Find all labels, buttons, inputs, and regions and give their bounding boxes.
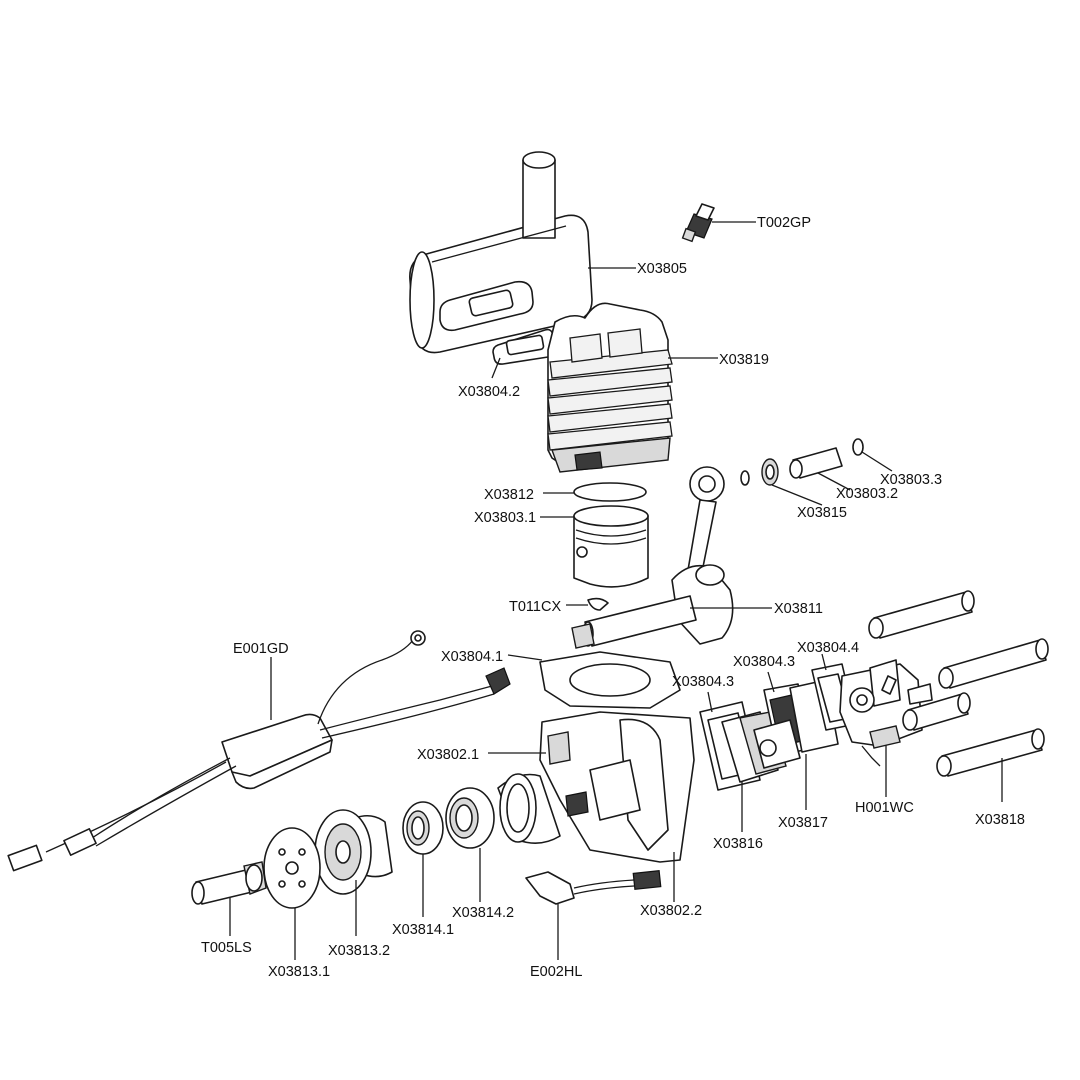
piston-ring-part <box>573 482 647 502</box>
label-x03803-3: X03803.3 <box>880 472 942 488</box>
piston-part <box>573 505 649 588</box>
label-x03819: X03819 <box>719 352 769 368</box>
label-x03802-2: X03802.2 <box>640 903 702 919</box>
leader-x03815 <box>771 484 823 506</box>
pin-clip-small-part <box>740 470 750 486</box>
intake-block-part <box>753 679 839 769</box>
label-x03814-1: X03814.1 <box>392 922 454 938</box>
bolt-1-part <box>868 590 975 639</box>
label-x03814-2: X03814.2 <box>452 905 514 921</box>
label-x03804-2: X03804.2 <box>458 384 520 400</box>
label-x03812: X03812 <box>484 487 534 503</box>
needle-bearing-part <box>761 458 779 486</box>
hall-sensor-part <box>525 870 662 905</box>
spark-plug-part <box>681 203 715 243</box>
muffler-part <box>409 151 593 354</box>
label-x03804-3b: X03804.3 <box>733 654 795 670</box>
leader-x03804-3b <box>767 671 775 693</box>
woodruff-key-part <box>587 597 609 611</box>
bearing-2-part <box>445 787 495 849</box>
leader-x03804-4 <box>821 653 827 671</box>
label-x03804-4: X03804.4 <box>797 640 859 656</box>
piston-pin-part <box>789 447 843 479</box>
prop-drive-washer-part <box>314 809 393 895</box>
bolt-3-part <box>902 692 971 731</box>
cylinder-part <box>547 302 673 473</box>
pin-clip-part <box>852 438 864 456</box>
label-x03818: X03818 <box>975 812 1025 828</box>
label-h001wc: H001WC <box>855 800 914 816</box>
exhaust-gasket-part <box>492 328 556 365</box>
label-x03813-2: X03813.2 <box>328 943 390 959</box>
label-x03803-2: X03803.2 <box>836 486 898 502</box>
leader-x03804-1 <box>507 654 543 661</box>
label-x03811: X03811 <box>774 601 823 617</box>
label-x03805: X03805 <box>637 261 687 277</box>
label-t011cx: T011CX <box>509 599 561 615</box>
label-e002hl: E002HL <box>530 964 582 980</box>
ignition-module-part <box>7 630 511 872</box>
label-t005ls: T005LS <box>201 940 252 956</box>
label-x03804-1: X03804.1 <box>441 649 503 665</box>
label-x03802-1: X03802.1 <box>417 747 479 763</box>
leader-x03804-2 <box>491 357 501 379</box>
prop-washer-part <box>263 827 321 909</box>
bearing-1-part <box>402 801 444 855</box>
carburetor-part <box>839 659 933 767</box>
label-x03813-1: X03813.1 <box>268 964 330 980</box>
bolt-4-part <box>936 728 1045 777</box>
label-x03804-3a: X03804.3 <box>672 674 734 690</box>
crankshaft-part <box>571 466 734 649</box>
label-x03817: X03817 <box>778 815 828 831</box>
label-x03803-1: X03803.1 <box>474 510 536 526</box>
leader-x03803-2 <box>817 472 851 491</box>
label-e001gd: E001GD <box>233 641 289 657</box>
prop-nut-part <box>191 861 267 905</box>
leader-x03803-3 <box>861 451 893 472</box>
base-gasket-part <box>539 651 681 709</box>
label-x03816: X03816 <box>713 836 763 852</box>
label-x03815: X03815 <box>797 505 847 521</box>
leader-x03804-3a <box>707 691 713 713</box>
crankcase-part <box>497 711 695 863</box>
label-t002gp: T002GP <box>757 215 811 231</box>
bolt-2-part <box>938 638 1049 689</box>
